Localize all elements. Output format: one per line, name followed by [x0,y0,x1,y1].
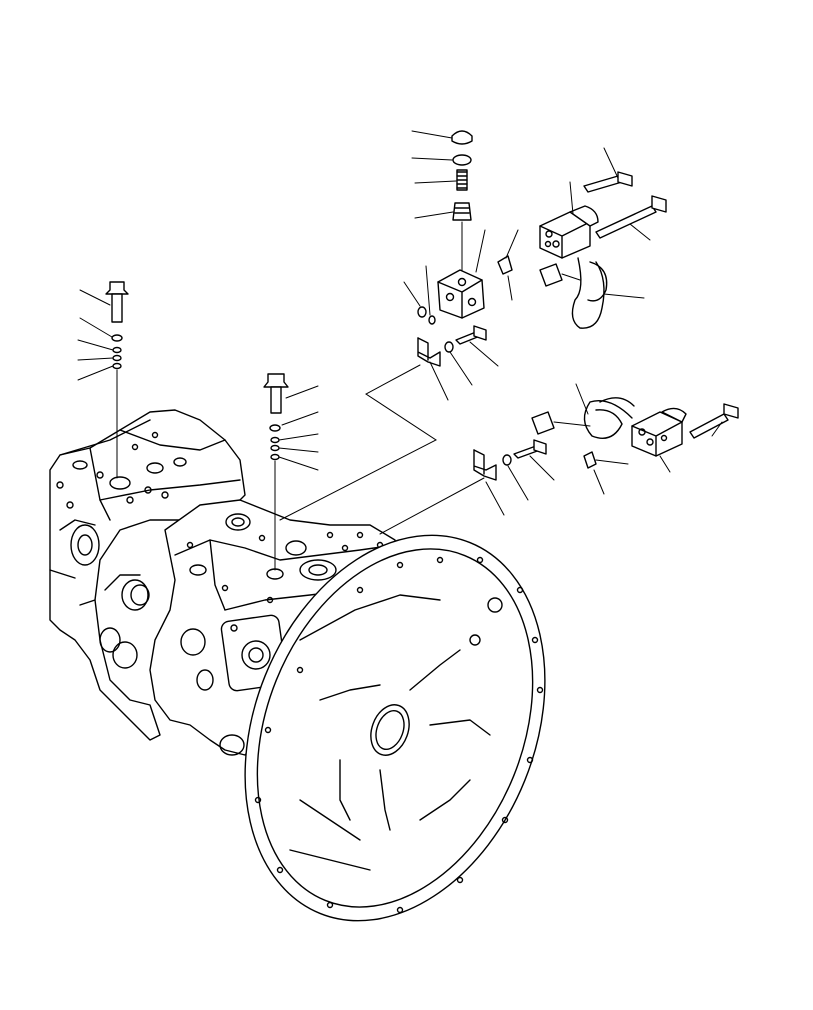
bracket-lower [379,439,555,535]
plug-assembly-left [77,281,129,479]
solenoid-valve-upper [497,147,667,329]
flywheel-housing [244,534,546,922]
bracket-upper [279,325,499,521]
solenoid-valve-lower [531,383,739,495]
plug-assembly-center [263,373,319,571]
pump-body-left [49,409,246,741]
valve-stack-top [403,130,486,325]
